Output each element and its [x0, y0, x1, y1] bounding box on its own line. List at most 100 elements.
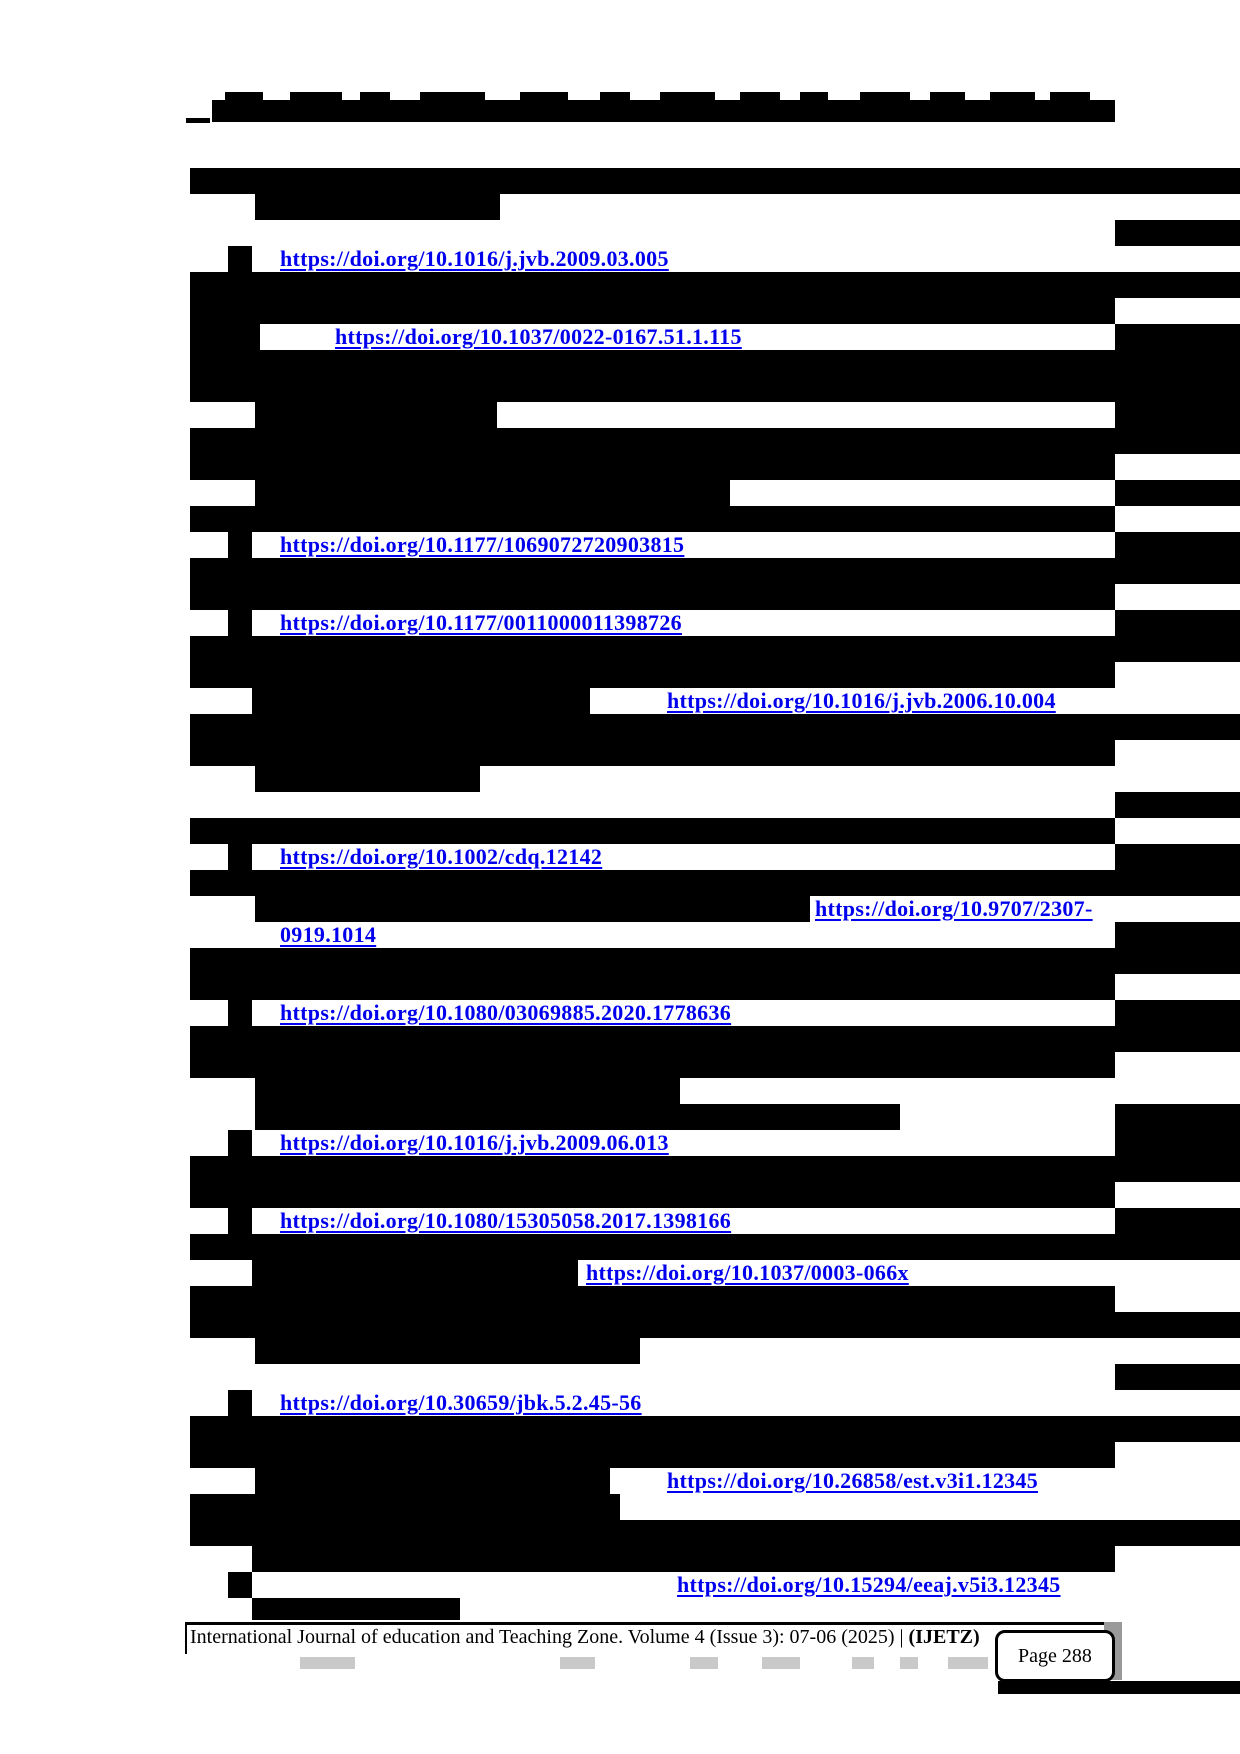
doi-link[interactable]: https://doi.org/10.1177/1069072720903815 — [280, 532, 685, 557]
redacted-text-line — [252, 1260, 578, 1286]
redacted-text-line — [930, 92, 965, 102]
redacted-text-line — [190, 948, 1240, 974]
doi-link[interactable]: https://doi.org/10.1037/0003-066x — [586, 1260, 909, 1285]
redacted-text-line — [190, 376, 1240, 402]
redacted-text-line — [190, 1286, 1115, 1312]
doi-link[interactable]: https://doi.org/10.1037/0022-0167.51.1.1… — [335, 324, 742, 349]
redacted-text-line — [190, 636, 1240, 662]
redacted-text-line — [190, 818, 1115, 844]
doi-link[interactable]: https://doi.org/10.26858/est.v3i1.12345 — [667, 1468, 1039, 1493]
redacted-text-line — [190, 1312, 1240, 1338]
ghost-text-fragment — [300, 1657, 355, 1669]
redacted-text-line — [420, 92, 485, 102]
redacted-text-line — [660, 92, 715, 102]
redacted-text-line — [228, 1000, 252, 1026]
doi-link[interactable]: https://doi.org/10.1080/15305058.2017.13… — [280, 1208, 732, 1233]
doi-link[interactable]: https://doi.org/10.30659/jbk.5.2.45-56 — [280, 1390, 642, 1415]
redacted-text-line — [228, 1208, 252, 1234]
redacted-text-line — [1115, 1208, 1240, 1234]
redacted-text-line — [1050, 92, 1090, 102]
redacted-text-line — [255, 194, 500, 220]
doi-link[interactable]: https://doi.org/10.1016/j.jvb.2006.10.00… — [667, 688, 1056, 713]
ghost-text-fragment — [560, 1657, 595, 1669]
redacted-text-line — [1115, 792, 1240, 818]
redacted-text-line — [1115, 844, 1240, 870]
redacted-text-line — [255, 1468, 610, 1494]
redacted-text-line — [190, 350, 1240, 376]
redacted-text-line — [990, 92, 1035, 102]
redacted-text-line — [190, 1442, 1115, 1468]
redacted-text-line — [290, 92, 342, 102]
journal-footer-acronym: (IJETZ) — [908, 1626, 980, 1648]
doi-link[interactable]: https://doi.org/10.15294/eeaj.v5i3.12345 — [677, 1572, 1061, 1597]
redacted-text-line — [228, 1572, 252, 1598]
redacted-text-line — [190, 1494, 620, 1520]
ghost-text-fragment — [900, 1657, 918, 1669]
redacted-text-line — [1115, 1000, 1240, 1026]
redacted-text-line — [225, 92, 263, 102]
doi-link[interactable]: https://doi.org/10.1002/cdq.12142 — [280, 844, 603, 869]
redacted-text-line — [1115, 610, 1240, 636]
redacted-text-line — [190, 272, 1240, 298]
redacted-text-line — [190, 1234, 1240, 1260]
redacted-text-line — [860, 92, 910, 102]
redacted-text-line — [190, 974, 1115, 1000]
redacted-text-line — [520, 92, 568, 102]
redacted-text-line — [190, 584, 1115, 610]
redacted-text-line — [190, 506, 1115, 532]
ghost-text-fragment — [948, 1657, 988, 1669]
redacted-text-line — [190, 324, 260, 350]
redacted-text-line — [190, 714, 1240, 740]
redacted-text-line — [190, 740, 1115, 766]
redacted-text-line — [228, 1390, 252, 1416]
redacted-text-line — [1115, 922, 1240, 948]
redacted-text-line — [190, 1520, 1240, 1546]
redacted-text-line — [255, 1104, 900, 1130]
redacted-text-line — [228, 1130, 252, 1156]
redacted-text-line — [228, 246, 252, 272]
redacted-text-line — [228, 610, 252, 636]
page-number-label: Page 288 — [1018, 1644, 1092, 1667]
doi-link[interactable]: https://doi.org/10.1177/0011000011398726 — [280, 610, 682, 635]
ghost-text-fragment — [852, 1657, 874, 1669]
redacted-text-line — [186, 118, 210, 123]
redacted-text-line — [190, 168, 1240, 194]
redacted-text-line — [252, 1598, 460, 1620]
redacted-text-line — [190, 1156, 1240, 1182]
redacted-text-line — [1115, 220, 1240, 246]
doi-link[interactable]: 0919.1014 — [280, 922, 377, 947]
ghost-text-fragment — [762, 1657, 800, 1669]
footer-black-bar — [998, 1681, 1240, 1694]
redacted-text-line — [190, 428, 1240, 454]
footer-rule — [185, 1622, 1113, 1625]
redacted-text-line — [212, 100, 1115, 122]
redacted-text-line — [360, 92, 390, 102]
redacted-text-line — [190, 558, 1240, 584]
redacted-text-line — [1115, 1130, 1240, 1156]
redacted-text-line — [740, 92, 780, 102]
redacted-text-line — [255, 402, 497, 428]
redacted-text-line — [1115, 480, 1240, 506]
redacted-text-line — [1115, 402, 1240, 428]
doi-link[interactable]: https://doi.org/10.1080/03069885.2020.17… — [280, 1000, 732, 1025]
redacted-text-line — [255, 480, 730, 506]
journal-footer-text: International Journal of education and T… — [190, 1626, 1110, 1656]
footer-left-tick — [185, 1622, 187, 1654]
redacted-text-line — [190, 1026, 1240, 1052]
redacted-text-line — [252, 688, 590, 714]
doi-link[interactable]: https://doi.org/10.1016/j.jvb.2009.03.00… — [280, 246, 669, 271]
page-number-box: Page 288 — [995, 1630, 1115, 1682]
redacted-text-line — [228, 532, 252, 558]
doi-link[interactable]: https://doi.org/10.9707/2307- — [815, 896, 1093, 921]
doi-link[interactable]: https://doi.org/10.1016/j.jvb.2009.06.01… — [280, 1130, 669, 1155]
redacted-text-line — [190, 1416, 1240, 1442]
redacted-text-line — [1115, 324, 1240, 350]
redacted-text-line — [190, 870, 1240, 896]
redacted-text-line — [255, 896, 810, 922]
redacted-text-line — [252, 1546, 1115, 1572]
redacted-text-line — [228, 844, 252, 870]
redacted-text-line — [800, 92, 828, 102]
redacted-text-line — [600, 92, 630, 102]
journal-footer-main: International Journal of education and T… — [190, 1626, 909, 1648]
